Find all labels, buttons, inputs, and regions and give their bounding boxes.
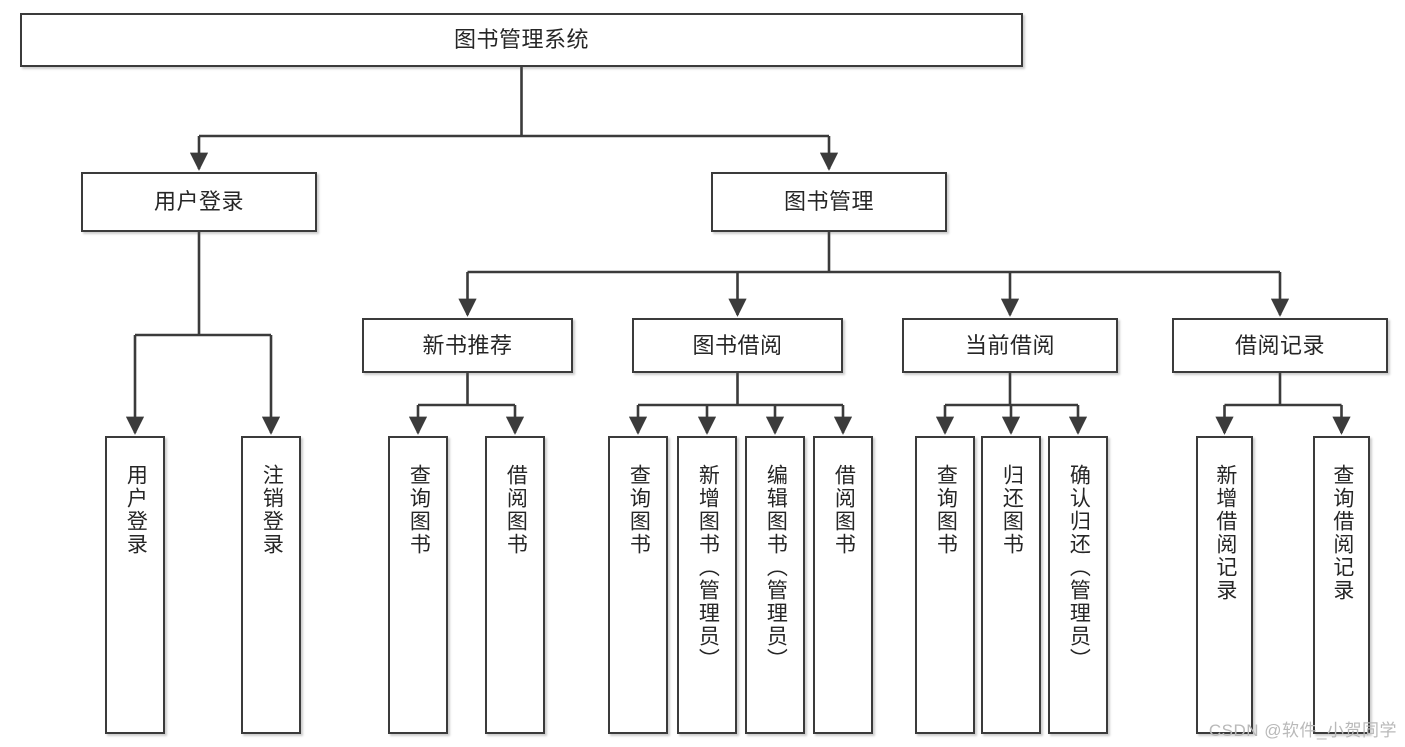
node-current-borrow[interactable]: 当前借阅 (902, 318, 1118, 373)
leaf-query-book-2[interactable]: 查询图书 (608, 436, 668, 734)
leaf-return-book[interactable]: 归还图书 (981, 436, 1041, 734)
node-label: 借阅记录 (1234, 332, 1325, 358)
leaf-query-book-3[interactable]: 查询图书 (915, 436, 975, 734)
leaf-borrow-book-2[interactable]: 借阅图书 (813, 436, 873, 734)
node-label: 查询图书 (627, 464, 651, 556)
node-label: 查询图书 (934, 464, 958, 556)
node-label: 新增图书（管理员） (696, 464, 720, 671)
leaf-user-login[interactable]: 用户登录 (105, 436, 165, 734)
node-label: 注销登录 (260, 464, 284, 556)
node-label: 图书借阅 (692, 332, 783, 358)
leaf-logout[interactable]: 注销登录 (241, 436, 301, 734)
node-new-book-recommend[interactable]: 新书推荐 (362, 318, 573, 373)
node-borrow-record[interactable]: 借阅记录 (1172, 318, 1388, 373)
leaf-query-record[interactable]: 查询借阅记录 (1313, 436, 1370, 734)
node-book-borrow[interactable]: 图书借阅 (632, 318, 843, 373)
node-root[interactable]: 图书管理系统 (20, 13, 1023, 67)
node-label: 新增借阅记录 (1213, 464, 1237, 602)
node-user-login[interactable]: 用户登录 (81, 172, 317, 232)
node-label: 用户登录 (124, 464, 148, 556)
node-book-manage[interactable]: 图书管理 (711, 172, 947, 232)
node-label: 归还图书 (1000, 464, 1024, 556)
leaf-borrow-book-1[interactable]: 借阅图书 (485, 436, 545, 734)
node-label: 新书推荐 (422, 332, 513, 358)
node-label: 借阅图书 (504, 464, 528, 556)
node-label: 借阅图书 (832, 464, 856, 556)
node-label: 查询借阅记录 (1330, 464, 1354, 602)
leaf-query-book-1[interactable]: 查询图书 (388, 436, 448, 734)
node-label: 查询图书 (407, 464, 431, 556)
leaf-add-book[interactable]: 新增图书（管理员） (677, 436, 737, 734)
node-label: 确认归还（管理员） (1067, 464, 1091, 671)
node-label: 图书管理系统 (453, 27, 589, 53)
node-label: 当前借阅 (964, 332, 1055, 358)
leaf-edit-book[interactable]: 编辑图书（管理员） (745, 436, 805, 734)
node-label: 图书管理 (783, 189, 874, 215)
node-label: 用户登录 (153, 189, 244, 215)
watermark: CSDN @软件_小贺同学 (1208, 721, 1397, 740)
leaf-add-record[interactable]: 新增借阅记录 (1196, 436, 1253, 734)
leaf-confirm-return[interactable]: 确认归还（管理员） (1048, 436, 1108, 734)
node-label: 编辑图书（管理员） (764, 464, 788, 671)
